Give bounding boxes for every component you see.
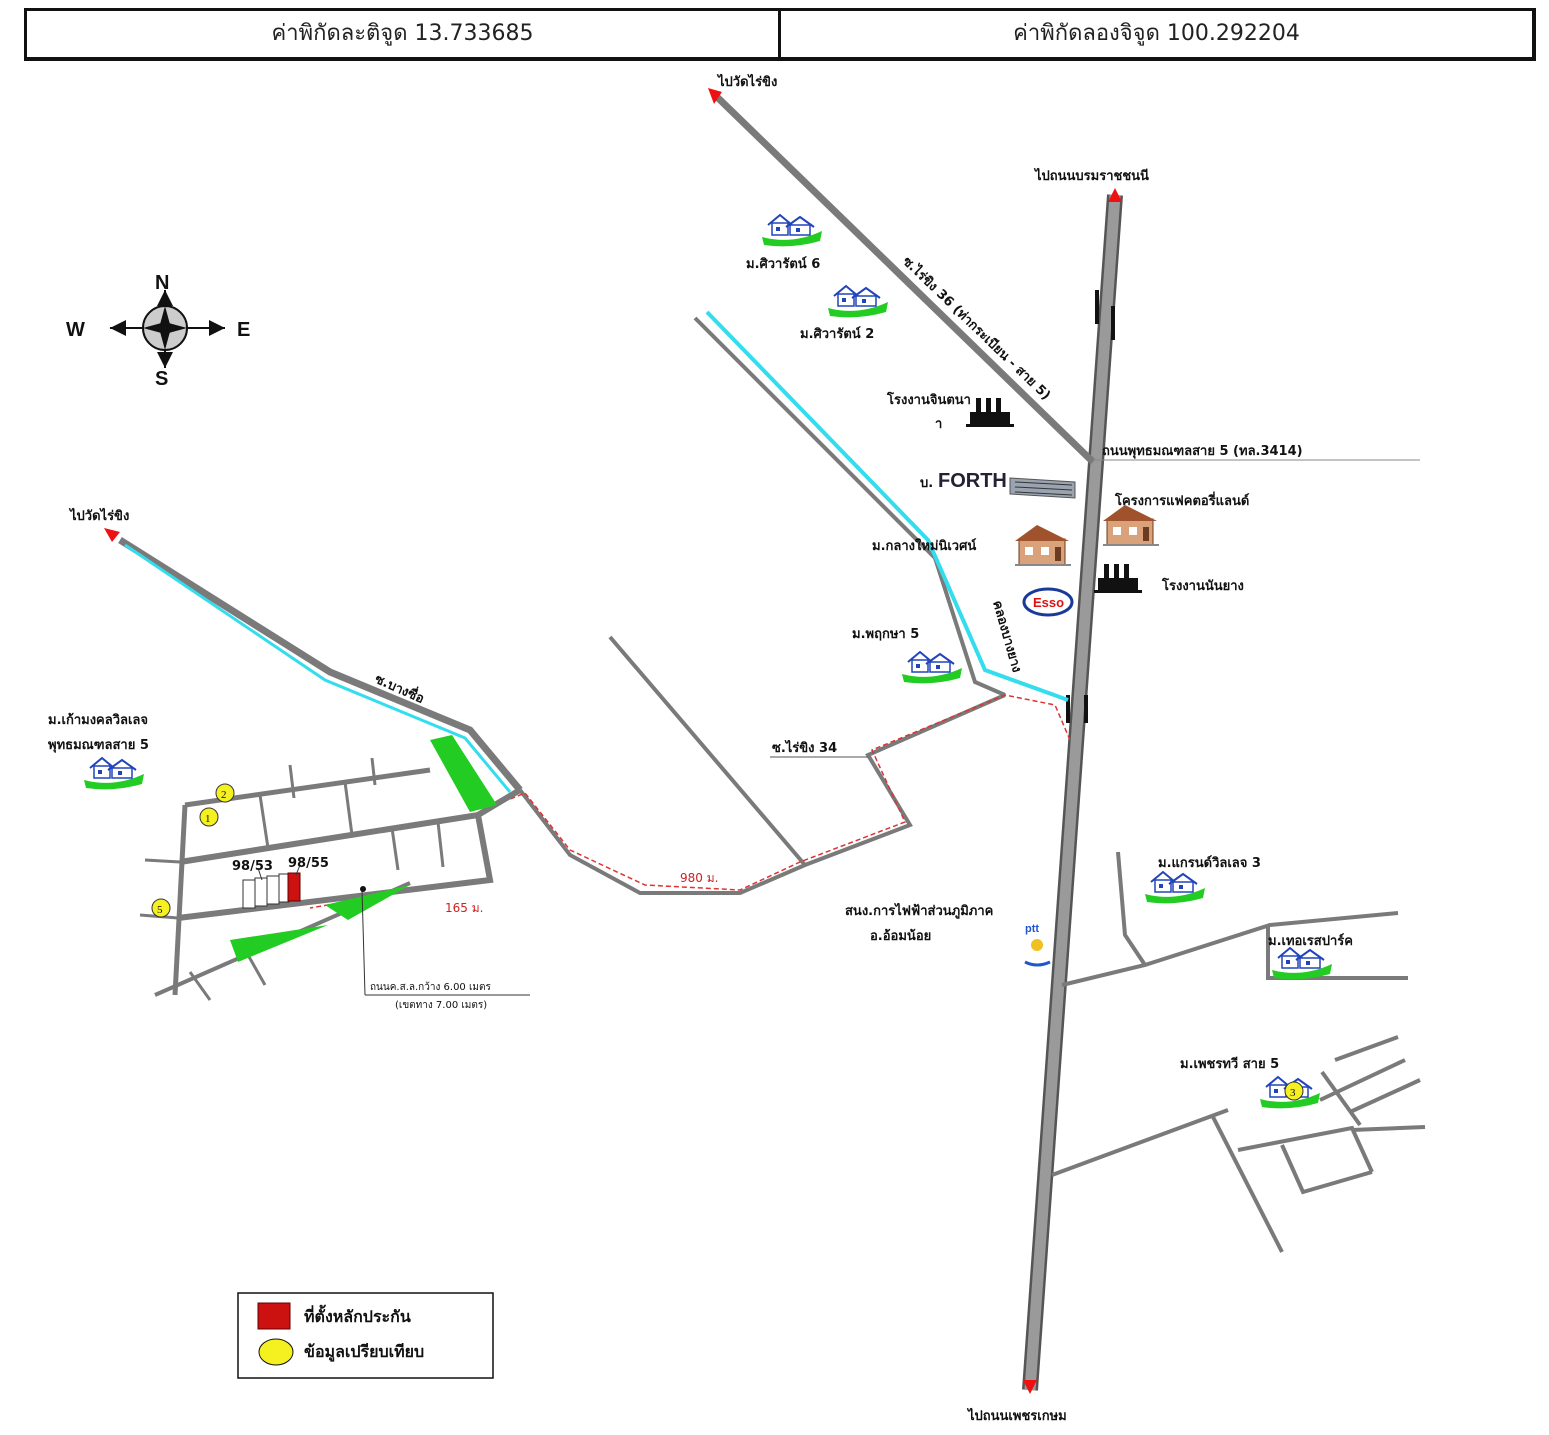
- house-icon-siwarat-2: [827, 285, 889, 319]
- label-to-wat-rai-khing-top: ไปวัดไร่ขิง: [716, 73, 777, 90]
- label-distance-165: 165 ม.: [445, 901, 483, 915]
- label-canal: คลองบางยาง: [989, 599, 1024, 674]
- label-soi-rai-khing-34: ซ.ไร่ขิง 34: [772, 739, 837, 756]
- svg-text:1: 1: [205, 813, 211, 825]
- longitude-cell: ค่าพิกัดลองจิจูด 100.292204: [1013, 20, 1300, 46]
- compass-south: S: [155, 368, 168, 390]
- east-roads: [1051, 851, 1426, 1253]
- svg-text:5: 5: [157, 904, 163, 916]
- label-siwarat-2: ม.ศิวารัตน์ 2: [800, 326, 874, 342]
- label-terrace: ม.เทอเรสปาร์ค: [1268, 933, 1353, 949]
- factory-icon-rubber: [1094, 564, 1142, 593]
- label-soi-rai-khing-36: ซ.ไร่ขิง 36 (ท่ากระเบียน - สาย 5): [899, 253, 1054, 404]
- diagonal-road: [608, 635, 807, 867]
- header-left-border: [24, 8, 27, 60]
- legend-collateral: ที่ตั้งหลักประกัน: [304, 1304, 411, 1326]
- label-kaomongkol-1: ม.เก้ามงคลวิลเลจ: [48, 712, 148, 728]
- label-to-wat-rai-khing-left: ไปวัดไร่ขิง: [68, 507, 129, 524]
- latitude-cell: ค่าพิกัดละติจูด 13.733685: [271, 20, 534, 46]
- plot-row: [242, 873, 290, 909]
- green-area-3: [230, 925, 328, 962]
- left-canal: [124, 543, 512, 793]
- label-factory-jintana: โรงงานจินตนา: [886, 391, 971, 408]
- marker-3: 3: [1284, 1081, 1304, 1101]
- main-road: [1022, 188, 1123, 1394]
- header-divider: [778, 8, 781, 60]
- marker-1: 1: [199, 807, 219, 827]
- compass-north: N: [155, 272, 169, 294]
- ptt-icon: ptt: [1024, 923, 1051, 967]
- marker-2: 2: [215, 783, 235, 803]
- compass-rose: N S E W: [66, 272, 250, 390]
- side-road-1: [693, 316, 1006, 697]
- label-road-width-2: (เขตทาง 7.00 เมตร): [395, 1000, 487, 1011]
- svg-text:ptt: ptt: [1025, 923, 1039, 935]
- building-icon-forth: [1009, 477, 1076, 499]
- soi-rai-khing-34-road: [518, 693, 1006, 895]
- left-arrow: [104, 528, 120, 542]
- label-plot-98-53: 98/53: [232, 859, 273, 874]
- label-forth: FORTH: [938, 470, 1007, 492]
- marker-5: 5: [151, 898, 171, 918]
- house-icon-klang-mai: [1014, 524, 1072, 566]
- label-factory-jintana-2: า: [935, 417, 942, 432]
- label-phetcharat: ม.เพชรทวี สาย 5: [1180, 1056, 1279, 1072]
- label-plot-98-55: 98/55: [288, 856, 329, 871]
- label-to-borommaratchachonnani: ไปถนนบรมราชชนนี: [1033, 167, 1149, 184]
- canal: [705, 310, 1069, 702]
- label-klang-mai: ม.กลางใหม่นิเวศน์: [872, 537, 976, 554]
- house-icon-terrace: [1271, 947, 1333, 981]
- green-area-2: [325, 885, 410, 920]
- label-phutthamonthon-5: ถนนพุทธมณฑลสาย 5 (ทล.3414): [1102, 444, 1303, 459]
- label-factory-rubber: โรงงานนันยาง: [1161, 577, 1244, 594]
- factory-icon-jintana: [966, 398, 1014, 427]
- label-pea-office-1: สนง.การไฟฟ้าส่วนภูมิภาค: [845, 902, 993, 919]
- compass-west: W: [66, 319, 85, 341]
- coordinates-header: ค่าพิกัดละติจูด 13.733685 ค่าพิกัดลองจิจ…: [24, 8, 1536, 61]
- soi-rai-khing-36-road: [708, 88, 1420, 465]
- label-forth-prefix: บ.: [920, 476, 933, 491]
- compass-east: E: [237, 319, 250, 341]
- label-to-phetkasem: ไปถนนเพชรเกษม: [966, 1407, 1067, 1424]
- legend: ที่ตั้งหลักประกัน ข้อมูลเปรียบเทียบ: [237, 1292, 494, 1379]
- label-road-width-1: ถนนค.ส.ล.กว้าง 6.00 เมตร: [370, 981, 491, 993]
- svg-text:Esso: Esso: [1033, 595, 1064, 610]
- label-siwarat-6: ม.ศิวารัตน์ 6: [746, 256, 820, 272]
- house-icon-kaomongkol: [83, 757, 145, 791]
- label-grand-3: ม.แกรนด์วิลเลจ 3: [1158, 855, 1261, 871]
- house-icon-siwarat-6: [761, 214, 823, 248]
- house-icon-grand-3: [1144, 871, 1206, 905]
- svg-text:2: 2: [221, 789, 227, 801]
- header-right-border: [1532, 8, 1536, 60]
- label-pea-office-2: อ.อ้อมน้อย: [870, 928, 931, 944]
- green-area-1: [430, 735, 497, 812]
- label-factory-land: โครงการแฟคตอรี่แลนด์: [1114, 491, 1249, 509]
- svg-text:3: 3: [1290, 1087, 1296, 1099]
- house-icon-pruksa-5: [901, 651, 963, 685]
- label-kaomongkol-2: พุทธมณฑลสาย 5: [48, 738, 149, 753]
- legend-comparison: ข้อมูลเปรียบเทียบ: [304, 1342, 424, 1363]
- house-icon-factory-land: [1102, 504, 1160, 546]
- collateral-plot: [287, 872, 301, 902]
- label-distance-980: 980 ม.: [680, 871, 718, 885]
- esso-icon: Esso: [1022, 587, 1074, 617]
- soi-bang-chue-road: [118, 537, 523, 793]
- label-pruksa-5: ม.พฤกษา 5: [852, 627, 919, 642]
